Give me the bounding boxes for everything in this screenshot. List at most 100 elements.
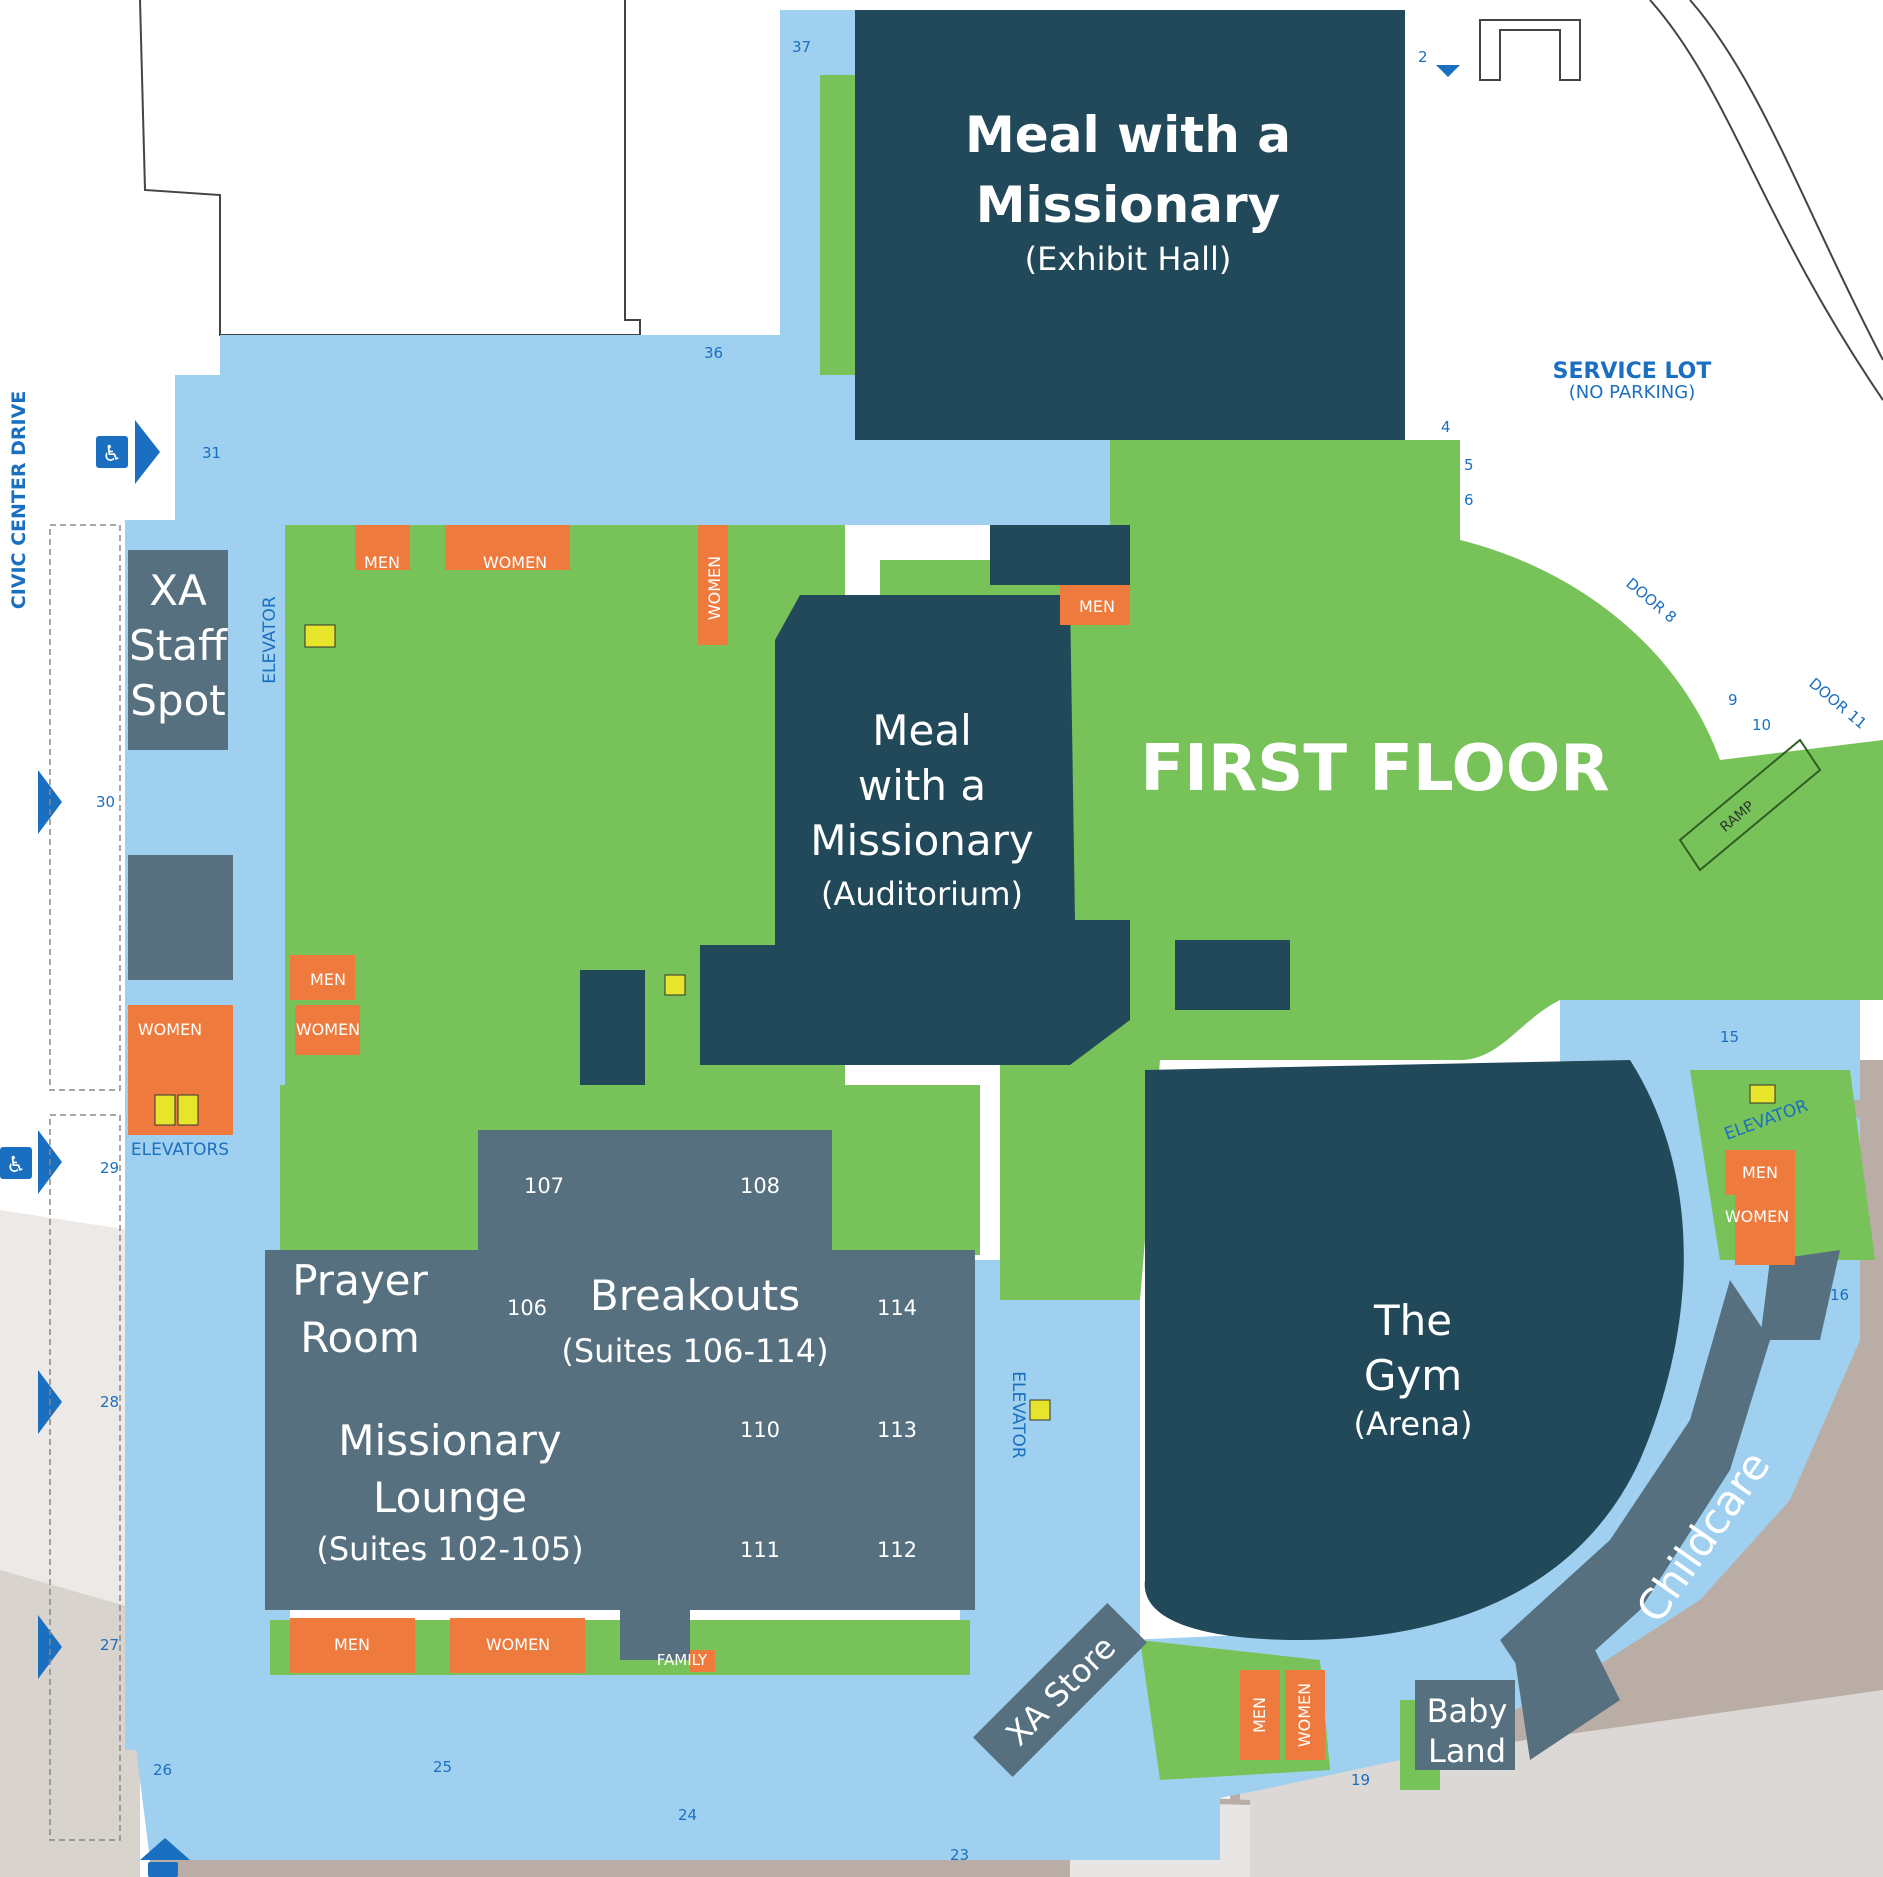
svg-text:Land: Land (1428, 1732, 1506, 1770)
svg-text:Room: Room (300, 1313, 420, 1362)
entrance-arrow-icon (135, 420, 160, 484)
accessible-icon (148, 1862, 178, 1877)
svg-text:10: 10 (1752, 716, 1771, 734)
auditorium (700, 595, 1130, 1065)
svg-text:DOOR 8: DOOR 8 (1622, 574, 1679, 626)
breakouts (445, 1250, 975, 1370)
svg-text:with a: with a (858, 761, 986, 810)
svg-text:ELEVATOR: ELEVATOR (1008, 1371, 1028, 1459)
exhibit-hall-line1: Meal with a (965, 106, 1291, 164)
exhibit-hall-line2: Missionary (976, 176, 1281, 234)
svg-text:♿: ♿ (6, 1153, 26, 1178)
suite-108 (690, 1130, 832, 1250)
svg-text:WOMEN: WOMEN (1295, 1683, 1314, 1747)
entrance-arrow-icon (140, 1838, 190, 1860)
svg-text:31: 31 (202, 444, 221, 462)
svg-text:ELEVATOR: ELEVATOR (260, 596, 280, 684)
sidewalk-outline (49, 524, 121, 1841)
svg-text:MEN: MEN (334, 1635, 370, 1654)
svg-text:Missionary: Missionary (338, 1416, 562, 1465)
xa-staff-spot (128, 550, 228, 750)
svg-text:Missionary: Missionary (810, 816, 1034, 865)
outside-labels: CIVIC CENTER DRIVE SERVICE LOT (NO PARKI… (8, 359, 1711, 609)
exhibit-hall (855, 10, 1405, 440)
suite-111 (690, 1490, 832, 1610)
floor-title: FIRST FLOOR (1140, 732, 1609, 806)
svg-text:The: The (1373, 1296, 1452, 1345)
restrooms (128, 525, 1795, 1760)
svg-text:WOMEN: WOMEN (1725, 1207, 1789, 1226)
svg-text:♿: ♿ (102, 442, 122, 467)
svg-text:WOMEN: WOMEN (296, 1020, 360, 1039)
svg-text:(Arena): (Arena) (1354, 1405, 1473, 1443)
svg-text:36: 36 (704, 344, 723, 362)
svg-text:5: 5 (1464, 456, 1474, 474)
svg-text:6: 6 (1464, 491, 1474, 509)
svg-text:FAMILY: FAMILY (657, 1651, 708, 1669)
elevator-icon (177, 1094, 199, 1126)
restroom-labels: MEN WOMEN WOMEN MEN MEN WOMEN WOMEN MEN … (138, 553, 1789, 1747)
elevator-icon (304, 624, 336, 648)
svg-text:4: 4 (1441, 418, 1451, 436)
entrance-arrow-icon (38, 1615, 62, 1679)
svg-text:Staff: Staff (129, 621, 228, 670)
suite-110 (690, 1370, 832, 1490)
exhibit-hall-line3: (Exhibit Hall) (1025, 240, 1232, 278)
svg-text:WOMEN: WOMEN (705, 556, 724, 620)
svg-text:Gym: Gym (1364, 1351, 1462, 1400)
svg-text:(Suites 102-105): (Suites 102-105) (316, 1530, 583, 1568)
svg-text:15: 15 (1720, 1028, 1739, 1046)
svg-text:16: 16 (1830, 1286, 1849, 1304)
svg-text:106: 106 (507, 1296, 547, 1320)
svg-text:Breakouts: Breakouts (590, 1271, 800, 1320)
suite-112 (832, 1490, 975, 1610)
svg-text:27: 27 (100, 1636, 119, 1654)
svg-text:107: 107 (524, 1174, 564, 1198)
svg-text:(Auditorium): (Auditorium) (821, 875, 1023, 913)
svg-text:WOMEN: WOMEN (138, 1020, 202, 1039)
svg-text:WOMEN: WOMEN (486, 1635, 550, 1654)
svg-text:28: 28 (100, 1393, 119, 1411)
entrance-arrow-icon (1436, 65, 1460, 77)
svg-text:(Suites 106-114): (Suites 106-114) (561, 1332, 828, 1370)
svg-text:Prayer: Prayer (292, 1256, 428, 1305)
svg-text:37: 37 (792, 38, 811, 56)
svg-text:MEN: MEN (1079, 597, 1115, 616)
svg-text:SERVICE LOT: SERVICE LOT (1553, 359, 1712, 384)
svg-text:114: 114 (877, 1296, 917, 1320)
svg-text:MEN: MEN (1250, 1697, 1269, 1733)
svg-text:112: 112 (877, 1538, 917, 1562)
street-name: CIVIC CENTER DRIVE (8, 391, 30, 610)
svg-text:9: 9 (1728, 691, 1738, 709)
ramp (1678, 738, 1822, 872)
svg-text:XA: XA (149, 566, 207, 615)
svg-text:108: 108 (740, 1174, 780, 1198)
accessible-icon: ♿ (96, 436, 128, 468)
elevator-icon (664, 974, 686, 996)
suite-107 (478, 1130, 620, 1250)
svg-text:MEN: MEN (1742, 1163, 1778, 1182)
svg-text:WOMEN: WOMEN (483, 553, 547, 572)
missionary-lounge (265, 1370, 620, 1610)
svg-text:Lounge: Lounge (373, 1473, 527, 1522)
accessible-icons: ♿ ♿ (0, 436, 178, 1877)
svg-text:Baby: Baby (1427, 1692, 1508, 1730)
prayer-room (265, 1250, 445, 1370)
svg-text:30: 30 (96, 793, 115, 811)
room-labels: Meal with a Missionary (Exhibit Hall) Me… (129, 106, 1780, 1770)
elevator-icon (1749, 1084, 1776, 1104)
gym (1144, 1060, 1684, 1640)
svg-text:25: 25 (433, 1758, 452, 1776)
svg-text:ELEVATORS: ELEVATORS (131, 1140, 229, 1160)
suite-numbers: 107 108 106 114 110 113 111 112 (507, 1174, 917, 1562)
svg-text:111: 111 (740, 1538, 780, 1562)
svg-text:26: 26 (153, 1761, 172, 1779)
svg-text:Meal: Meal (872, 706, 971, 755)
childcare (1500, 1280, 1770, 1700)
svg-text:29: 29 (100, 1159, 119, 1177)
svg-text:2: 2 (1418, 48, 1428, 66)
elevator-icons (154, 624, 1776, 1421)
svg-text:MEN: MEN (364, 553, 400, 572)
